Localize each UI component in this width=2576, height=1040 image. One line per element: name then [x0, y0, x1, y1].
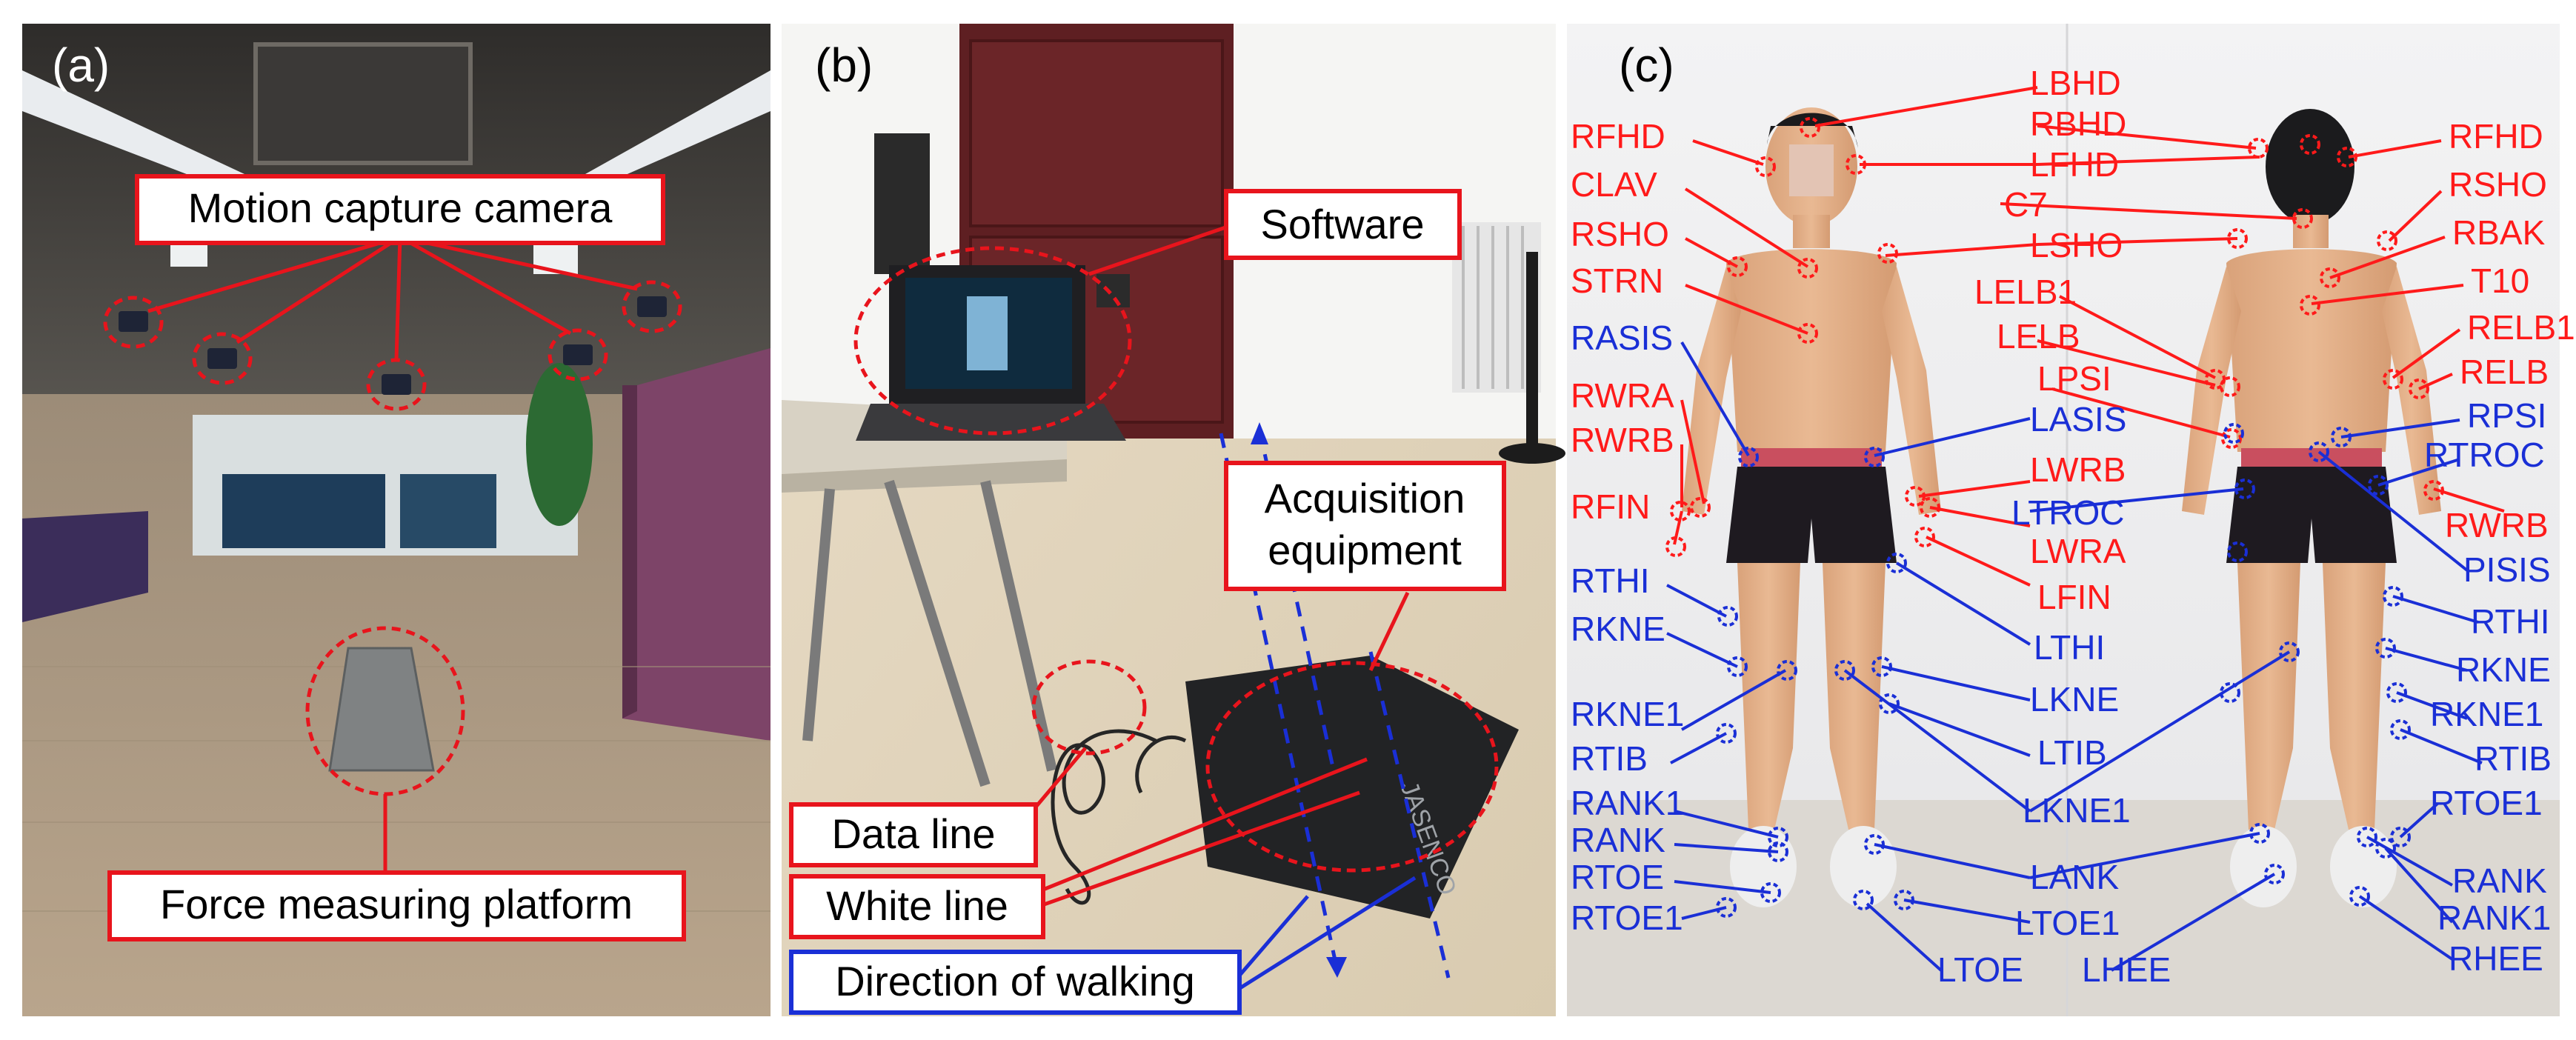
camera-icons: [119, 296, 667, 395]
marker-label: PISIS: [2463, 550, 2551, 589]
marker-label: RKNE1: [1571, 695, 1684, 733]
marker-label: LTHI: [2034, 628, 2105, 667]
marker-label: LWRB: [2030, 450, 2126, 489]
marker-label: RTROC: [2424, 436, 2545, 474]
red-marker-lines: [1673, 86, 2505, 587]
center-blue-labels: LASIS LTROC LTHI LKNE LTIB LKNE1 LANK LT…: [1937, 400, 2171, 989]
marker-label: RANK1: [2437, 899, 2551, 937]
marker-label: RFIN: [1571, 487, 1650, 526]
marker-label: CLAV: [1571, 165, 1657, 204]
marker-label: LPSI: [2037, 359, 2111, 398]
marker-label: LTOE1: [2015, 904, 2120, 942]
marker-label: C7: [2004, 185, 2048, 224]
marker-label: LBHD: [2030, 64, 2121, 102]
marker-label: RKNE: [1571, 610, 1665, 648]
marker-label: LTROC: [2011, 493, 2125, 532]
acquisition-callout-text-2: equipment: [1268, 527, 1462, 573]
acquisition-callout-text-1: Acquisition: [1265, 475, 1465, 521]
marker-label: RWRB: [1571, 421, 1674, 459]
marker-label: RTHI: [2471, 602, 2550, 641]
walking-callout-text: Direction of walking: [835, 958, 1195, 1004]
marker-label: LELB: [1997, 317, 2080, 356]
software-callout-text: Software: [1261, 201, 1425, 247]
panel-c-label: (c): [1619, 39, 1674, 92]
marker-label: LKNE: [2030, 680, 2119, 719]
marker-label: RTIB: [1571, 739, 1648, 778]
white-line-callout-box: [789, 874, 1045, 939]
white-line-callout-text: White line: [826, 882, 1008, 929]
front-left-blue-labels: RASIS RTHI RKNE RKNE1 RTIB RANK1 RANK RT…: [1571, 319, 1684, 937]
data-line-circle: [1031, 659, 1147, 756]
marker-label: RELB: [2460, 353, 2549, 391]
marker-label: LWRA: [2030, 532, 2126, 570]
marker-label: RSHO: [2449, 165, 2547, 204]
marker-label: LTOE: [1937, 950, 2023, 989]
marker-label: RELB1: [2467, 308, 2575, 347]
marker-label: LFHD: [2030, 145, 2119, 184]
marker-label: RANK1: [1571, 784, 1684, 822]
marker-label: LTIB: [2037, 733, 2107, 772]
marker-label: LFIN: [2037, 578, 2111, 616]
marker-label: RHEE: [2449, 939, 2543, 978]
center-red-labels: LBHD RBHD LFHD C7 LSHO LELB1 LELB LPSI L…: [1974, 64, 2126, 616]
marker-label: RPSI: [2467, 396, 2546, 435]
marker-label: LKNE1: [2023, 791, 2131, 830]
marker-label: LHEE: [2082, 950, 2171, 989]
marker-label: RKNE1: [2430, 695, 2543, 733]
marker-label: STRN: [1571, 261, 1663, 300]
camera-callout-box: [135, 174, 665, 245]
force-plate-a: [328, 647, 435, 772]
camera-leader-lines: [147, 235, 638, 361]
marker-label: RFHD: [2449, 117, 2543, 156]
marker-label: RASIS: [1571, 319, 1673, 357]
panel-c: RFHD CLAV RSHO STRN RWRA RWRB RFIN RASIS…: [1567, 24, 2575, 1016]
camera-callout-text: Motion capture camera: [188, 184, 613, 231]
right-red-labels: RFHD RSHO RBAK T10 RELB1 RELB RWRB: [2445, 117, 2575, 544]
marker-label: LANK: [2030, 858, 2119, 896]
marker-label: RKNE: [2456, 650, 2551, 689]
marker-label: RTOE: [1571, 858, 1664, 896]
blue-marker-dots: [1716, 423, 2411, 918]
marker-label: RFHD: [1571, 117, 1665, 156]
acquisition-circle: [1205, 661, 1499, 873]
marker-label: RANK: [1571, 821, 1665, 859]
data-line-callout-box: [789, 802, 1038, 867]
marker-label: RBHD: [2030, 104, 2126, 143]
marker-label: LSHO: [2030, 226, 2123, 264]
walking-arrow-down: [1326, 957, 1347, 978]
marker-label: RANK: [2452, 861, 2547, 900]
software-circle: [853, 246, 1132, 436]
right-blue-labels: RPSI RTROC PISIS RTHI RKNE RKNE1 RTIB RT…: [2424, 396, 2552, 978]
marker-label: RTHI: [1571, 561, 1650, 600]
marker-label: LELB1: [1974, 273, 2077, 311]
panel-b-label: (b): [815, 39, 873, 92]
marker-label: RTIB: [2475, 739, 2552, 778]
walking-arrow-up: [1251, 422, 1268, 444]
marker-label: RWRB: [2445, 506, 2549, 544]
red-marker-dots: [1665, 117, 2444, 557]
data-line-callout-text: Data line: [831, 810, 995, 857]
panel-b: Software JASENCO Acquisition equipment D…: [782, 24, 1565, 1016]
marker-label: RSHO: [1571, 215, 1669, 253]
acquisition-callout-box: [1224, 461, 1506, 591]
platform-callout-text: Force measuring platform: [160, 881, 633, 927]
platform-callout-box: [107, 870, 686, 941]
marker-label: RBAK: [2452, 213, 2546, 252]
software-callout-box: [1224, 189, 1462, 260]
marker-label: RTOE1: [2430, 784, 2543, 822]
front-subject: [1682, 107, 1941, 907]
marker-label: RTOE1: [1571, 899, 1683, 937]
walking-callout-box: [789, 950, 1242, 1015]
marker-label: RWRA: [1571, 376, 1674, 415]
marker-label: LASIS: [2030, 400, 2126, 439]
panel-a-label: (a): [52, 39, 110, 92]
marker-label: T10: [2471, 261, 2529, 300]
front-left-red-labels: RFHD CLAV RSHO STRN RWRA RWRB RFIN: [1571, 117, 1674, 526]
panel-a: Motion capture camera Force measuring pl…: [22, 24, 771, 1016]
